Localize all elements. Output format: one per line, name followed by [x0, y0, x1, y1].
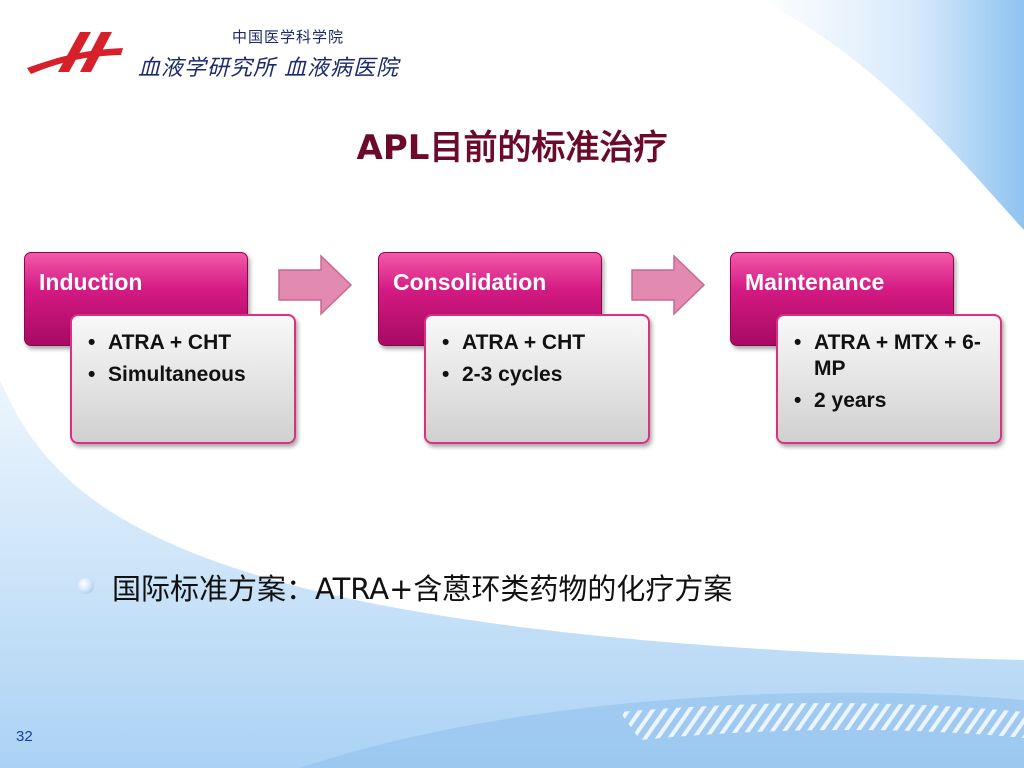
stage-item: 2-3 cycles	[442, 362, 638, 388]
stage-maintenance: Maintenance ATRA + MTX + 6-MP 2 years	[730, 252, 1010, 452]
stage-item: ATRA + CHT	[442, 330, 638, 356]
arrow-right-icon	[278, 254, 353, 316]
stage-title: Consolidation	[393, 269, 547, 295]
stage-item: 2 years	[794, 388, 990, 414]
institution-name-bottom: 血液学研究所 血液病医院	[138, 56, 399, 81]
stage-item: ATRA + CHT	[88, 330, 284, 356]
institution-name-top: 中国医学科学院	[232, 28, 345, 46]
stage-title: Induction	[39, 269, 143, 295]
hospital-logo-icon	[27, 32, 123, 74]
stage-details: ATRA + MTX + 6-MP 2 years	[776, 314, 1002, 444]
stage-item: ATRA + MTX + 6-MP	[794, 330, 990, 382]
stage-induction: Induction ATRA + CHT Simultaneous	[24, 252, 304, 452]
stage-details: ATRA + CHT 2-3 cycles	[424, 314, 650, 444]
page-number: 32	[16, 728, 33, 745]
bullet-text: 国际标准方案：ATRA+含蒽环类药物的化疗方案	[112, 572, 733, 606]
stage-title: Maintenance	[745, 269, 885, 295]
slide-title: APL目前的标准治疗	[356, 128, 668, 168]
stage-consolidation: Consolidation ATRA + CHT 2-3 cycles	[378, 252, 658, 452]
stage-item: Simultaneous	[88, 362, 284, 388]
stage-details: ATRA + CHT Simultaneous	[70, 314, 296, 444]
arrow-right-icon	[631, 254, 706, 316]
bullet-icon	[78, 578, 94, 594]
